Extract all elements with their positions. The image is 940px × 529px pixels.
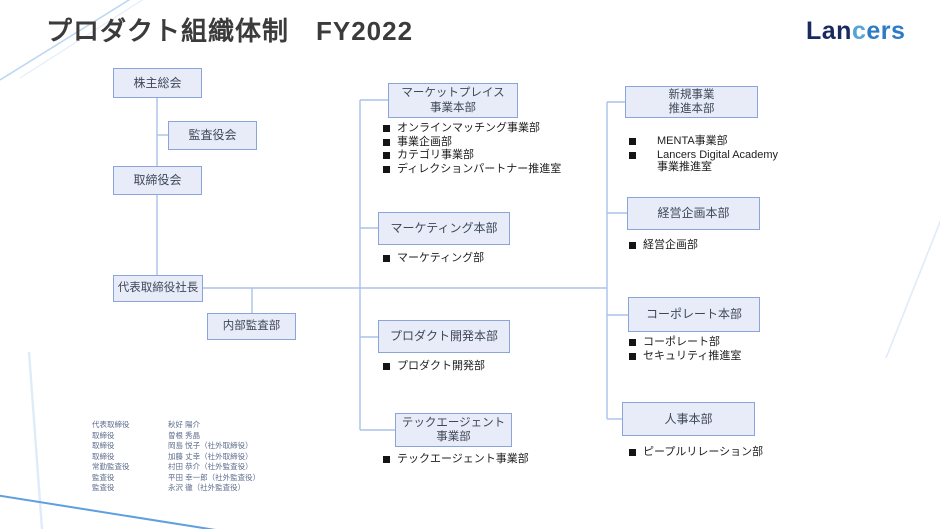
executive-title: 取締役 [92, 441, 115, 450]
department-label: テックエージェント事業部 [397, 453, 529, 465]
executive-name: 岡島 悦子（社外取締役） [168, 441, 253, 450]
department-label: セキュリティ推進室 [643, 349, 742, 362]
executive-name: 曽根 秀晶 [168, 430, 201, 440]
org-box-marketing-division: マーケティング本部 [378, 212, 510, 245]
bullet-square-icon [383, 363, 390, 370]
list-item: マーケティング部 [383, 252, 484, 265]
org-box-shareholders-meeting: 株主総会 [113, 68, 202, 98]
executive-title: 取締役 [92, 451, 115, 461]
bullet-square-icon [629, 339, 636, 346]
logo-text-sky: c [851, 17, 867, 45]
org-box-marketplace-division: マーケットプレイス 事業本部 [388, 83, 518, 118]
list-item: プロダクト開発部 [383, 360, 485, 373]
executive-name: 村田 恭介（社外監査役） [168, 462, 253, 471]
org-box-corporate-division: コーポレート本部 [628, 297, 760, 332]
marketing-departments: マーケティング部 [383, 252, 484, 266]
org-box-new-business-division: 新規事業 推進本部 [625, 86, 758, 118]
executive-title: 代表取締役 [92, 420, 130, 429]
executive-row: 監査役 平田 幸一郎（社外監査役） [92, 473, 260, 484]
logo-text-dark: Lan [806, 17, 852, 45]
list-item: 事業企画部 [383, 136, 561, 149]
executive-row: 監査役 永沢 徹（社外監査役） [92, 483, 260, 494]
org-box-tech-agent-division: テックエージェント 事業部 [395, 413, 512, 447]
list-item: ピープルリレーション部 [629, 446, 763, 459]
bullet-square-icon [629, 449, 636, 456]
department-label: プロダクト開発部 [397, 360, 485, 372]
corporate-planning-departments: 経営企画部 [629, 239, 698, 253]
hr-departments: ピープルリレーション部 [629, 446, 763, 460]
bullet-square-icon [383, 152, 390, 159]
org-box-board-of-directors: 取締役会 [113, 166, 202, 195]
bullet-square-icon [629, 138, 636, 145]
executive-title: 取締役 [92, 430, 115, 440]
department-label: Lancers Digital Academy 事業推進室 [657, 148, 779, 174]
tech-agent-departments: テックエージェント事業部 [383, 453, 529, 467]
executive-title: 常勤監査役 [92, 462, 130, 471]
executive-list: 代表取締役秋好 陽介 取締役曽根 秀晶 取締役岡島 悦子（社外取締役） 取締役加… [92, 420, 260, 494]
executive-row: 取締役 加藤 丈幸（社外取締役） [92, 452, 260, 463]
bullet-square-icon [629, 151, 636, 159]
list-item: 経営企画部 [629, 239, 698, 252]
bullet-square-icon [383, 255, 390, 262]
product-dev-departments: プロダクト開発部 [383, 360, 485, 374]
bullet-square-icon [383, 456, 390, 463]
logo-text-blue: ers [866, 17, 906, 45]
executive-name: 永沢 徹（社外監査役） [168, 483, 246, 492]
corporate-departments: コーポレート部 セキュリティ推進室 [629, 336, 741, 363]
bullet-square-icon [383, 165, 390, 173]
department-label: コーポレート部 [643, 336, 720, 348]
org-box-president: 代表取締役社長 [113, 275, 203, 302]
marketplace-departments: オンラインマッチング事業部 事業企画部 カテゴリ事業部 ディレクションパートナー… [383, 122, 561, 176]
bullet-square-icon [629, 352, 636, 360]
list-item: オンラインマッチング事業部 [383, 122, 561, 135]
department-label: マーケティング部 [397, 252, 485, 264]
bullet-square-icon [383, 125, 390, 132]
executive-name: 加藤 丈幸（社外取締役） [168, 451, 253, 461]
department-label: MENTA事業部 [657, 135, 728, 147]
executive-title: 監査役 [92, 472, 115, 482]
org-box-hr-division: 人事本部 [622, 402, 755, 436]
executive-row: 代表取締役 秋好 陽介 [92, 420, 260, 431]
list-item: テックエージェント事業部 [383, 453, 529, 466]
lancers-logo: Lancers [806, 17, 905, 46]
org-box-product-dev-division: プロダクト開発本部 [378, 320, 510, 353]
new-business-departments: MENTA事業部 Lancers Digital Academy 事業推進室 [629, 135, 778, 175]
bullet-square-icon [629, 242, 636, 249]
list-item: コーポレート部 [629, 336, 741, 349]
org-box-corporate-planning-division: 経営企画本部 [627, 197, 760, 230]
list-item: Lancers Digital Academy 事業推進室 [629, 149, 778, 174]
department-label: オンラインマッチング事業部 [397, 122, 540, 134]
department-label: ピープルリレーション部 [643, 446, 764, 458]
bullet-square-icon [383, 138, 390, 146]
org-box-audit-board: 監査役会 [168, 121, 257, 150]
executive-title: 監査役 [92, 483, 115, 492]
executive-name: 平田 幸一郎（社外監査役） [168, 472, 261, 482]
department-label: カテゴリ事業部 [397, 149, 474, 161]
list-item: MENTA事業部 [629, 135, 778, 148]
department-label: 経営企画部 [643, 239, 698, 251]
department-label: 事業企画部 [397, 135, 452, 148]
org-box-internal-audit: 内部監査部 [207, 313, 296, 340]
list-item: ディレクションパートナー推進室 [383, 163, 561, 176]
executive-row: 取締役 曽根 秀晶 [92, 431, 260, 442]
department-label: ディレクションパートナー推進室 [397, 162, 562, 175]
list-item: カテゴリ事業部 [383, 149, 561, 162]
executive-row: 常勤監査役 村田 恭介（社外監査役） [92, 462, 260, 473]
executive-name: 秋好 陽介 [168, 420, 201, 429]
page-title: プロダクト組織体制 FY2022 [46, 16, 414, 46]
executive-row: 取締役 岡島 悦子（社外取締役） [92, 441, 260, 452]
list-item: セキュリティ推進室 [629, 350, 741, 363]
